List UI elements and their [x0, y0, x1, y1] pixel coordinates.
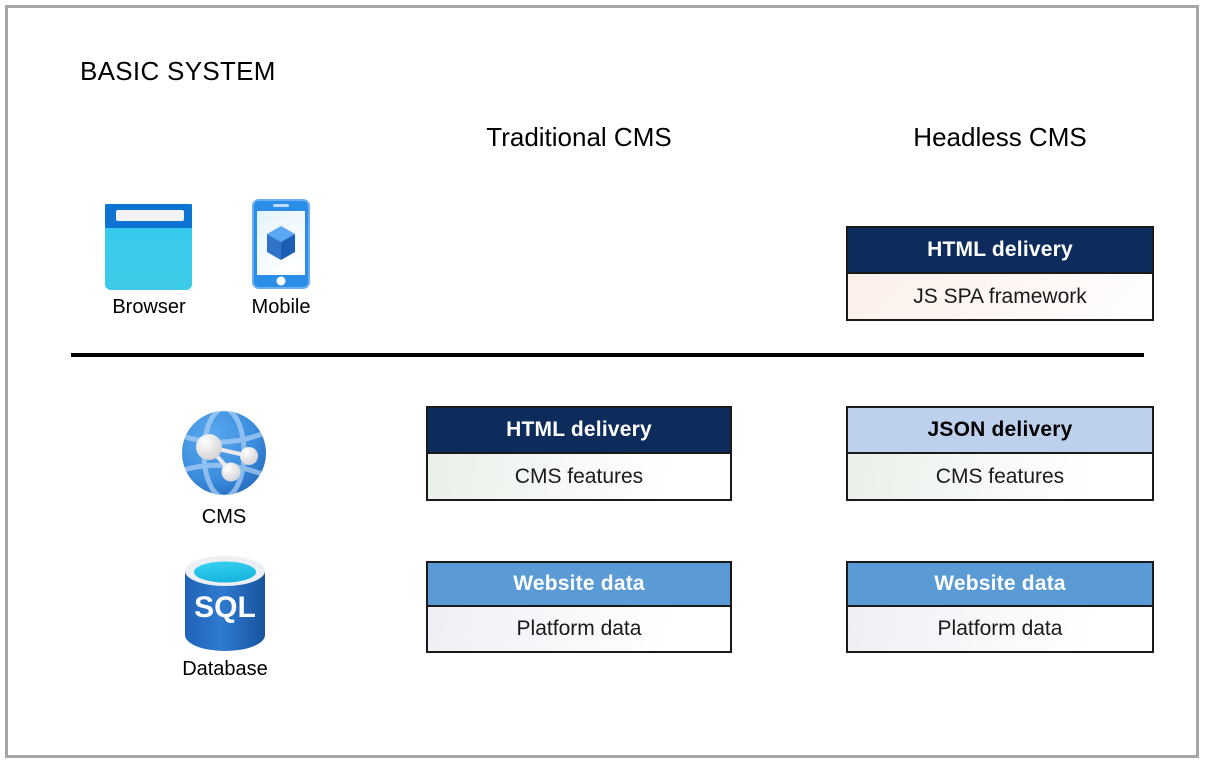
- diagram-frame: BASIC SYSTEM Traditional CMS Headless CM…: [5, 5, 1199, 758]
- box-headless-database-body: Platform data: [846, 606, 1154, 653]
- column-header-headless: Headless CMS: [913, 122, 1087, 152]
- box-traditional-cms: HTML delivery CMS features: [426, 406, 732, 501]
- box-headless-client: HTML delivery JS SPA framework: [846, 226, 1154, 321]
- browser-icon: [99, 198, 198, 290]
- box-traditional-database-header: Website data: [426, 561, 732, 606]
- box-headless-cms-body: CMS features: [846, 453, 1154, 501]
- svg-text:SQL: SQL: [194, 591, 256, 624]
- box-traditional-database: Website data Platform data: [426, 561, 732, 653]
- page-title: BASIC SYSTEM: [80, 56, 276, 86]
- box-headless-database-header: Website data: [846, 561, 1154, 606]
- mobile-icon: [251, 198, 311, 290]
- box-headless-database: Website data Platform data: [846, 561, 1154, 653]
- column-header-traditional: Traditional CMS: [486, 122, 672, 152]
- cms-globe-icon: [179, 408, 269, 498]
- box-headless-cms-header: JSON delivery: [846, 406, 1154, 453]
- database-icon-label: Database: [182, 658, 268, 680]
- box-headless-client-header: HTML delivery: [846, 226, 1154, 273]
- box-traditional-cms-body: CMS features: [426, 453, 732, 501]
- box-headless-client-body: JS SPA framework: [846, 273, 1154, 321]
- mobile-icon-label: Mobile: [251, 296, 311, 318]
- browser-icon-label: Browser: [112, 296, 186, 318]
- box-traditional-cms-header: HTML delivery: [426, 406, 732, 453]
- box-headless-cms: JSON delivery CMS features: [846, 406, 1154, 501]
- sql-database-icon: SQL: [182, 555, 268, 651]
- box-traditional-database-body: Platform data: [426, 606, 732, 653]
- tier-divider: [71, 353, 1144, 357]
- cms-icon-label: CMS: [201, 506, 247, 528]
